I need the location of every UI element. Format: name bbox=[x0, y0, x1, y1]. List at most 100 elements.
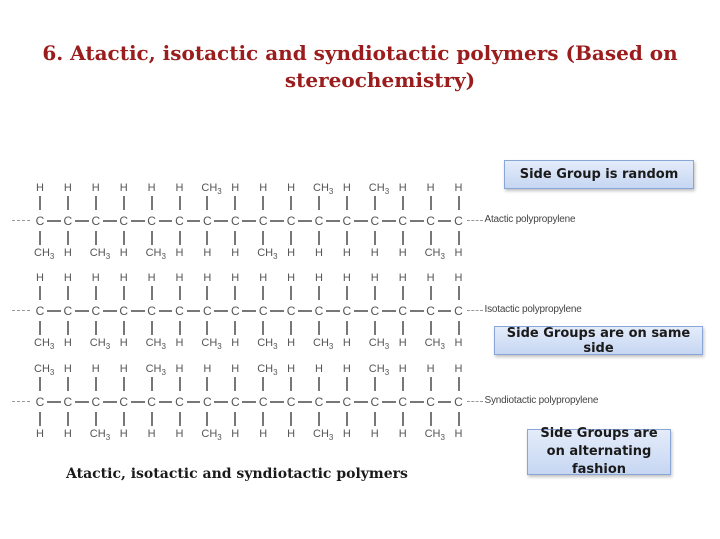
bottom-group: H bbox=[454, 247, 463, 259]
top-group: CH3 bbox=[368, 363, 390, 378]
top-group: H bbox=[454, 363, 463, 375]
c-c-bond bbox=[381, 401, 396, 403]
top-bond bbox=[66, 377, 69, 391]
carbon-atom: C bbox=[370, 304, 380, 318]
bottom-bond bbox=[318, 412, 320, 426]
top-bond bbox=[457, 286, 460, 300]
c-c-bond bbox=[353, 401, 368, 403]
top-group: H bbox=[91, 363, 100, 375]
carbon-atom: C bbox=[314, 214, 324, 228]
carbon-atom: C bbox=[63, 304, 73, 318]
c-c-bond bbox=[158, 310, 173, 312]
bottom-bond bbox=[373, 412, 376, 426]
carbon-atom: C bbox=[147, 395, 156, 409]
carbon-atom: C bbox=[203, 395, 212, 409]
carbon-atom: C bbox=[314, 304, 324, 318]
bottom-bond bbox=[429, 231, 432, 245]
top-group: H bbox=[203, 363, 212, 375]
carbon-atom: C bbox=[63, 214, 73, 228]
bottom-bond bbox=[290, 412, 293, 426]
top-group: H bbox=[454, 182, 463, 194]
bottom-group: H bbox=[63, 337, 72, 349]
bottom-group: H bbox=[231, 247, 240, 259]
figure-caption: Atactic, isotactic and syndiotactic poly… bbox=[66, 466, 408, 482]
carbon-atom: C bbox=[286, 304, 296, 318]
bottom-group: H bbox=[342, 247, 351, 259]
c-c-bond bbox=[326, 220, 340, 222]
bottom-bond bbox=[262, 231, 265, 245]
bottom-group: H bbox=[287, 428, 296, 440]
carbon-atom: C bbox=[286, 214, 296, 228]
bottom-group: H bbox=[398, 428, 407, 440]
bottom-bond bbox=[150, 321, 153, 335]
chain-end-dots bbox=[466, 310, 483, 312]
bottom-group: CH3 bbox=[34, 247, 55, 262]
c-c-bond bbox=[186, 220, 201, 222]
slide-title: 6. Atactic, isotactic and syndiotactic p… bbox=[0, 40, 720, 94]
bottom-group: CH3 bbox=[313, 337, 334, 352]
top-group: H bbox=[119, 363, 128, 375]
bottom-group: H bbox=[175, 428, 184, 440]
top-group: H bbox=[342, 363, 351, 375]
top-bond bbox=[94, 286, 97, 300]
top-group: H bbox=[147, 272, 156, 284]
bottom-group: CH3 bbox=[145, 337, 166, 352]
top-bond bbox=[290, 196, 293, 210]
note-alternating: Side Groups are on alternating fashion bbox=[527, 426, 671, 477]
top-group: H bbox=[342, 182, 351, 194]
c-c-bond bbox=[298, 401, 312, 403]
top-group: H bbox=[426, 272, 435, 284]
top-bond bbox=[39, 377, 41, 391]
bottom-bond bbox=[318, 321, 320, 335]
carbon-atom: C bbox=[398, 214, 408, 228]
bottom-group: H bbox=[175, 247, 184, 259]
carbon-atom: C bbox=[286, 395, 296, 409]
bottom-bond bbox=[66, 321, 69, 335]
c-c-bond bbox=[47, 401, 61, 403]
bottom-bond bbox=[234, 321, 237, 335]
top-group: H bbox=[398, 182, 407, 194]
bottom-bond bbox=[262, 321, 265, 335]
c-c-bond bbox=[186, 401, 201, 403]
note-random-text: Side Group is random bbox=[519, 167, 679, 182]
bottom-bond bbox=[234, 412, 237, 426]
bottom-bond bbox=[457, 231, 460, 245]
top-bond bbox=[262, 196, 265, 210]
carbon-atom: C bbox=[398, 304, 408, 318]
bottom-bond bbox=[345, 231, 348, 245]
bottom-group: H bbox=[259, 428, 268, 440]
chain-end-dots bbox=[466, 220, 483, 222]
bottom-group: CH3 bbox=[89, 247, 111, 262]
bottom-bond bbox=[66, 412, 69, 426]
top-group: H bbox=[287, 182, 296, 194]
bottom-group: H bbox=[370, 247, 379, 259]
top-group: H bbox=[203, 272, 212, 284]
carbon-atom: C bbox=[342, 395, 352, 409]
bottom-bond bbox=[234, 231, 237, 245]
carbon-atom: C bbox=[370, 395, 380, 409]
carbon-atom: C bbox=[342, 304, 352, 318]
bottom-group: CH3 bbox=[201, 428, 222, 443]
c-c-bond bbox=[158, 401, 173, 403]
top-bond bbox=[429, 377, 432, 391]
c-c-bond bbox=[102, 220, 117, 222]
top-group: CH3 bbox=[34, 363, 55, 378]
carbon-atom: C bbox=[258, 304, 268, 318]
bottom-bond bbox=[206, 231, 209, 245]
carbon-atom: C bbox=[426, 214, 435, 228]
c-c-bond bbox=[409, 220, 424, 222]
top-bond bbox=[94, 196, 97, 210]
top-bond bbox=[373, 377, 376, 391]
top-bond bbox=[401, 286, 404, 300]
bottom-bond bbox=[401, 321, 404, 335]
top-group: H bbox=[175, 182, 184, 194]
c-c-bond bbox=[270, 310, 285, 312]
top-bond bbox=[39, 286, 41, 300]
bottom-group: H bbox=[342, 428, 351, 440]
bottom-group: CH3 bbox=[257, 337, 278, 352]
top-group: H bbox=[259, 272, 268, 284]
chain-end-dots bbox=[466, 401, 483, 403]
top-group: H bbox=[36, 182, 44, 194]
top-bond bbox=[290, 377, 293, 391]
